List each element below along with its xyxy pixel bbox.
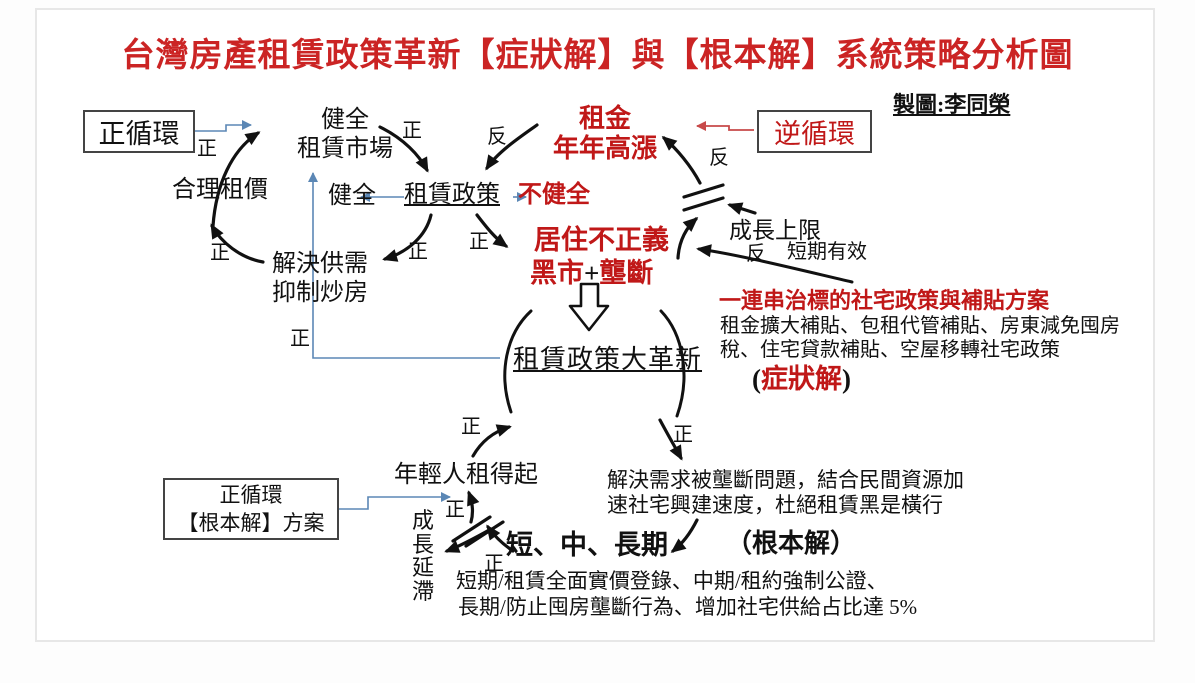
- arrow-barrier-to-rent: [661, 136, 702, 185]
- label-negative-1: 反: [487, 126, 507, 148]
- label-positive-7: 正: [461, 416, 481, 438]
- arrow-policy-to-blackmarket: [475, 213, 509, 248]
- bottom-line2: 長期/防止囤房壟斷行為、增加社宅供給占比達 5%: [458, 595, 918, 619]
- node-policy-reform: 租賃政策大革新: [513, 345, 703, 374]
- label-negative-3: 反: [746, 243, 766, 265]
- symptom-body-line1: 租金擴大補貼、包租代管補貼、房東減免囤房: [720, 315, 1120, 337]
- label-positive-5: 正: [469, 231, 489, 253]
- node-growth-limit: 成長上限: [729, 218, 821, 243]
- arrow-reform-to-rootbody: [658, 418, 683, 461]
- arrow-supply-to-fairrent: [210, 223, 265, 264]
- arc-reform-left: [503, 309, 533, 414]
- label-positive-9: 正: [445, 499, 465, 521]
- credit-text: 製圖:李同榮: [893, 92, 1011, 117]
- symptom-tag: (症狀解): [752, 364, 851, 394]
- label-positive-4: 正: [408, 241, 428, 263]
- label-positive-8: 正: [673, 424, 693, 446]
- arrow-terms-to-barrier2: [486, 524, 515, 553]
- label-negative-2: 反: [709, 147, 729, 169]
- connector-positiveloop-box: [195, 120, 252, 132]
- node-healthy: 健全: [328, 183, 376, 209]
- connector-rootbox-to-young: [338, 492, 451, 510]
- connector-reform-feedback: [308, 172, 500, 359]
- root-tag: （根本解）: [726, 529, 857, 558]
- node-short-term-effective: 短期有效: [787, 241, 867, 263]
- arrow-fairrent-to-market: [211, 131, 261, 228]
- symptom-body-line2: 稅、住宅貸款補貼、空屋移轉社宅政策: [720, 339, 1060, 361]
- label-positive-6: 正: [290, 328, 310, 350]
- node-blackmarket-monopoly: 黑市+壟斷: [530, 258, 654, 288]
- node-young-afford: 年輕人租得起: [394, 462, 538, 488]
- block-down-arrow: [568, 282, 610, 332]
- connector-negativeloop-box: [696, 121, 754, 131]
- node-rent-rising: 租金 年年高漲: [552, 104, 657, 163]
- arrow-policy-to-supply: [382, 213, 433, 262]
- negative-loop-box: 逆循環: [757, 110, 872, 153]
- positive-loop-label: 正循環: [98, 119, 180, 149]
- arrow-growthlimit-pointer: [727, 202, 757, 215]
- arrow-policies-to-blackmarket: [696, 244, 854, 284]
- growth-ceiling-barrier: [682, 183, 725, 212]
- arrow-market-to-policy: [378, 125, 429, 173]
- bottom-line1: 短期/租賃全面實價登錄、中期/租約強制公證、: [456, 569, 888, 593]
- arrow-rootbody-to-terms: [670, 518, 699, 553]
- negative-loop-label: 逆循環: [774, 119, 855, 149]
- node-growth-delay: 成長延滯: [412, 508, 435, 604]
- arrow-young-to-reform: [471, 424, 512, 458]
- node-healthy-rental-market: 健全 租賃市場: [297, 107, 393, 162]
- node-short-mid-long: 短、中、長期: [506, 530, 668, 560]
- node-unhealthy: 不健全: [518, 182, 590, 208]
- root-solution-label-2: 【根本解】方案: [177, 511, 325, 535]
- label-positive-1: 正: [197, 138, 217, 160]
- symptom-heading: 一連串治標的社宅政策與補貼方案: [719, 288, 1050, 313]
- arc-reform-right: [659, 309, 686, 418]
- arrow-rent-to-policy: [485, 123, 539, 171]
- node-housing-injustice: 居住不正義: [534, 225, 669, 255]
- label-positive-3: 正: [210, 242, 230, 264]
- node-rental-policy: 租賃政策: [404, 182, 500, 208]
- arrow-blackmarket-to-barrier: [676, 217, 699, 260]
- root-body-line1: 解決需求被壟斷問題，結合民間資源加: [607, 468, 964, 492]
- arrow-barrier2-to-young: [467, 490, 480, 524]
- label-positive-10: 正: [484, 553, 504, 575]
- root-solution-box: 正循環 【根本解】方案: [163, 478, 339, 540]
- node-solve-supply: 解決供需 抑制炒房: [272, 251, 368, 306]
- label-positive-2: 正: [402, 120, 422, 142]
- positive-loop-box: 正循環: [83, 110, 195, 153]
- root-body-line2: 速社宅興建速度，杜絕租賃黑是橫行: [607, 493, 943, 517]
- root-solution-label-1: 正循環: [219, 482, 283, 507]
- page-title: 台灣房產租賃政策革新【症狀解】與【根本解】系統策略分析圖: [121, 38, 1074, 74]
- node-fair-rent: 合理租價: [172, 177, 268, 203]
